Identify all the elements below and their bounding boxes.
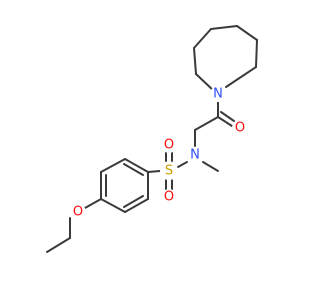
atom-label-o-sulfonyl-bottom: O	[164, 190, 174, 205]
atom-s: S	[160, 162, 178, 180]
atom-o-sulfonyl-top: O	[161, 137, 177, 153]
bond-benz-2	[100, 158, 126, 173]
atom-o-ether: O	[70, 204, 86, 220]
molecule-structure-diagram: N O S O O N O	[46, 25, 258, 253]
bond-ring-o	[84, 198, 102, 209]
bond-s-ring	[147, 170, 161, 173]
bonds	[46, 25, 258, 253]
bond-ring-5	[236, 25, 258, 41]
bond-n2-s	[177, 161, 188, 168]
bond-ring-2	[193, 47, 197, 75]
bond-benz-1d	[123, 163, 144, 176]
bond-benz-4	[100, 198, 126, 213]
bond-benz-5	[124, 198, 149, 213]
atom-label-n-ring: N	[213, 87, 223, 102]
atom-o-sulfonyl-bottom: O	[161, 189, 177, 205]
bond-carbonyl-ch2	[194, 116, 219, 131]
atom-n-sulfonamide: N	[187, 147, 203, 163]
atom-label-o-ether: O	[73, 205, 83, 220]
bond-ring-3	[193, 28, 212, 49]
atom-n-ring: N	[210, 86, 226, 102]
bond-benz-1	[124, 158, 149, 173]
bond-co-1	[217, 116, 233, 127]
atom-label-o-sulfonyl-top: O	[164, 138, 174, 153]
bond-ring-4	[210, 25, 238, 30]
atom-label-s: S	[165, 164, 173, 179]
bond-co-2	[220, 111, 235, 122]
bond-ch2-ch3	[46, 237, 71, 253]
atom-label-o-carbonyl: O	[235, 121, 245, 136]
bond-ring-7	[225, 66, 257, 88]
atom-o-carbonyl: O	[232, 120, 248, 136]
bond-n2-methyl	[202, 161, 219, 172]
bond-ring-6	[255, 39, 258, 68]
atom-labels: N O S O O N O	[70, 86, 248, 220]
atom-label-n-sulfonamide: N	[190, 148, 200, 163]
bond-benz-5d	[123, 195, 144, 208]
